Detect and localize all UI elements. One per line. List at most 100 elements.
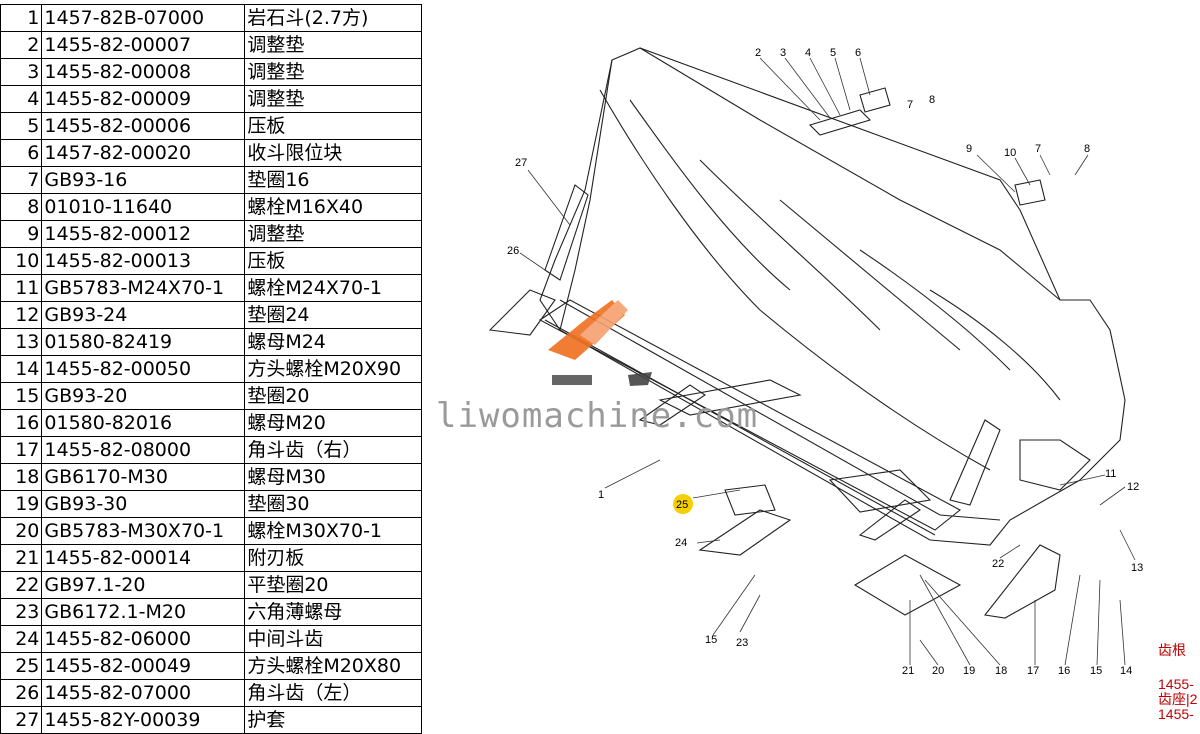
callout-11: 11	[1105, 468, 1116, 480]
part-code: 01580-82419	[41, 328, 246, 356]
part-code: 1455-82-00049	[41, 652, 246, 680]
note-line-3: 1455-	[1158, 706, 1194, 722]
callout-7-right: 7	[1035, 143, 1041, 155]
part-code: 1455-82-00007	[41, 31, 246, 59]
callout-25: 25	[676, 499, 688, 511]
part-name: 压板	[244, 247, 422, 275]
part-number-index: 3	[0, 58, 43, 86]
part-code: GB93-24	[41, 301, 246, 329]
part-name: 六角薄螺母	[244, 598, 422, 626]
part-code: 1455-82-00009	[41, 85, 246, 113]
callout-3: 3	[780, 47, 786, 59]
callout-17: 17	[1027, 665, 1039, 677]
part-code: 1457-82-00020	[41, 139, 246, 167]
part-name: 护套	[244, 706, 422, 734]
callout-19: 19	[963, 665, 975, 677]
part-code: 01010-11640	[41, 193, 246, 221]
part-number-index: 20	[0, 517, 43, 545]
bucket-drawing	[488, 47, 1126, 619]
callout-12: 12	[1127, 481, 1139, 493]
callout-5: 5	[830, 47, 836, 59]
part-name: 调整垫	[244, 58, 422, 86]
part-number-index: 5	[0, 112, 43, 140]
part-number-index: 7	[0, 166, 43, 194]
part-code: 1455-82-00006	[41, 112, 246, 140]
part-code: 1455-82-07000	[41, 679, 246, 707]
part-name: 方头螺栓M20X90	[244, 355, 422, 383]
callout-18: 18	[995, 665, 1007, 677]
callout-8-top: 8	[929, 94, 935, 106]
part-number-index: 4	[0, 85, 43, 113]
callout-26: 26	[507, 245, 519, 257]
callout-16: 16	[1058, 665, 1070, 677]
callout-15-left: 15	[705, 634, 717, 646]
part-code: 1457-82B-07000	[41, 4, 246, 32]
callout-7-top: 7	[907, 99, 913, 111]
part-number-index: 9	[0, 220, 43, 248]
part-code: GB93-16	[41, 166, 246, 194]
part-number-index: 25	[0, 652, 43, 680]
part-name: 方头螺栓M20X80	[244, 652, 422, 680]
callout-10: 10	[1004, 147, 1016, 159]
part-code: GB6170-M30	[41, 463, 246, 491]
part-name: 调整垫	[244, 31, 422, 59]
part-name: 中间斗齿	[244, 625, 422, 653]
part-number-index: 6	[0, 139, 43, 167]
callout-1: 1	[598, 489, 604, 501]
callout-6: 6	[855, 47, 861, 59]
part-number-index: 21	[0, 544, 43, 572]
part-number-index: 10	[0, 247, 43, 275]
part-code: GB5783-M30X70-1	[41, 517, 246, 545]
highlight-marker	[673, 494, 693, 514]
part-number-index: 22	[0, 571, 43, 599]
part-number-index: 14	[0, 355, 43, 383]
part-name: 垫圈16	[244, 166, 422, 194]
part-code: GB6172.1-M20	[41, 598, 246, 626]
part-code: 1455-82-00008	[41, 58, 246, 86]
part-name: 角斗齿（右）	[244, 436, 422, 464]
part-number-index: 8	[0, 193, 43, 221]
part-number-index: 1	[0, 4, 43, 32]
part-number-index: 15	[0, 382, 43, 410]
callout-22: 22	[992, 558, 1004, 570]
callout-20: 20	[932, 665, 944, 677]
part-code: 01580-82016	[41, 409, 246, 437]
part-number-index: 27	[0, 706, 43, 734]
part-name: 螺栓M24X70-1	[244, 274, 422, 302]
part-name: 岩石斗(2.7方)	[244, 4, 422, 32]
watermark-logo	[548, 300, 652, 386]
part-code: GB93-30	[41, 490, 246, 518]
part-name: 垫圈20	[244, 382, 422, 410]
part-number-index: 16	[0, 409, 43, 437]
watermark-text: liwomachine.com	[436, 396, 759, 436]
part-number-index: 24	[0, 625, 43, 653]
callout-14: 14	[1120, 665, 1132, 677]
callout-leaders	[519, 57, 1136, 666]
part-code: GB97.1-20	[41, 571, 246, 599]
part-name: 调整垫	[244, 220, 422, 248]
part-name: 螺栓M30X70-1	[244, 517, 422, 545]
part-name: 角斗齿（左）	[244, 679, 422, 707]
part-name: 螺栓M16X40	[244, 193, 422, 221]
callout-labels: 1 2 3 4 5 6 7 8 9 10 7 8 11 12 13 14 15 …	[507, 47, 1143, 677]
part-code: 1455-82-00013	[41, 247, 246, 275]
